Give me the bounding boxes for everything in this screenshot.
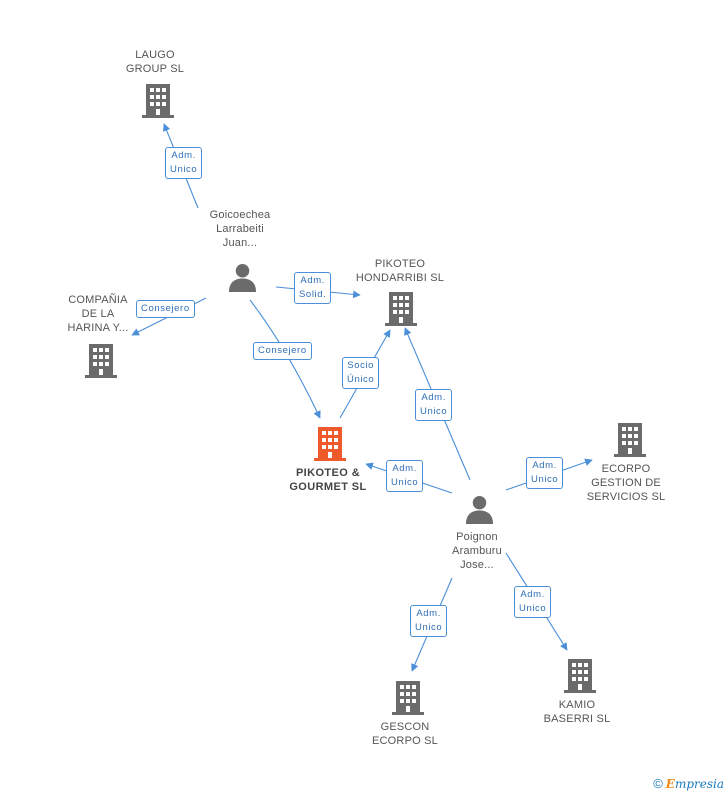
label-line: LAUGO (135, 49, 175, 61)
ecorpo-building-icon[interactable] (614, 423, 646, 457)
brand-initial: E (665, 777, 675, 791)
edge-label-line: Consejero (258, 345, 307, 356)
edge-label-poignon-kamio[interactable]: Adm. Unico (514, 586, 552, 618)
node-label-hondarribi[interactable]: PIKOTEO HONDARRIBI SL (340, 257, 460, 285)
node-label-goicoechea[interactable]: Goicoechea Larrabeiti Juan... (190, 208, 290, 250)
compania-building-icon[interactable] (85, 344, 117, 378)
node-label-laugo[interactable]: LAUGO GROUP SL (105, 48, 205, 76)
edge-label-poignon-hondarribi[interactable]: Adm. Unico (415, 389, 453, 421)
label-line: GESCON (380, 721, 430, 733)
edge-label-line: Unico (531, 474, 559, 485)
edge-label-poignon-ecorpo[interactable]: Adm. Unico (526, 457, 564, 489)
node-label-compania[interactable]: COMPAÑIA DE LA HARINA Y... (48, 293, 148, 335)
label-line: Poignon (456, 531, 498, 543)
goicoechea-person-icon[interactable] (228, 263, 257, 292)
edge-label-line: Único (347, 374, 375, 385)
hondarribi-building-icon[interactable] (385, 292, 417, 326)
edge-label-goicoechea-laugo[interactable]: Adm. Unico (165, 147, 203, 179)
edge-label-line: Solid. (299, 289, 327, 300)
edge-label-line: Consejero (141, 303, 190, 314)
edge-label-line: Unico (170, 164, 198, 175)
label-line: PIKOTEO & (295, 467, 361, 479)
edge-label-goicoechea-hondarribi[interactable]: Adm. Solid. (294, 272, 332, 304)
edge-label-line: Adm. (520, 589, 545, 600)
label-line: PIKOTEO (374, 258, 426, 270)
copyright-icon: © (653, 776, 663, 791)
label-line: KAMIO (558, 699, 596, 711)
label-line: Larrabeiti (216, 223, 264, 235)
label-line: COMPAÑIA (68, 294, 128, 306)
edge-label-poignon-gescon[interactable]: Adm. Unico (410, 605, 448, 637)
label-line: HONDARRIBI SL (355, 272, 445, 284)
gescon-building-icon[interactable] (392, 681, 424, 715)
node-label-gescon[interactable]: GESCON ECORPO SL (355, 720, 455, 748)
laugo-building-icon[interactable] (142, 84, 174, 118)
pikoteo-gourmet-building-icon[interactable] (314, 427, 346, 461)
edge-label-line: Unico (391, 477, 419, 488)
label-line: HARINA Y... (67, 322, 129, 334)
edge-label-line: Adm. (416, 608, 441, 619)
label-line: Jose... (460, 559, 494, 571)
edge-label-line: Adm. (300, 275, 325, 286)
node-label-ecorpo-gestion[interactable]: ECORPO GESTION DE SERVICIOS SL (576, 462, 676, 504)
edge-label-goicoechea-pikoteo[interactable]: Consejero (253, 342, 312, 360)
label-line: BASERRI SL (543, 713, 611, 725)
brand-name: mpresia (674, 777, 724, 791)
empresia-watermark[interactable]: ©Empresia (653, 776, 724, 791)
label-line: GROUP SL (125, 63, 185, 75)
label-line: Aramburu (452, 545, 502, 557)
label-line: GESTION DE (591, 477, 661, 489)
edge-label-line: Adm. (171, 150, 196, 161)
edge-label-poignon-pikoteo[interactable]: Adm. Unico (386, 460, 424, 492)
poignon-person-icon[interactable] (465, 495, 494, 524)
edge-label-line: Adm. (421, 392, 446, 403)
label-line: Goicoechea (209, 209, 271, 221)
edge-label-pikoteo-hondarribi[interactable]: Socio Único (342, 357, 380, 389)
edge-label-line: Unico (519, 603, 547, 614)
node-label-poignon[interactable]: Poignon Aramburu Jose... (427, 530, 527, 572)
edge-label-line: Unico (415, 622, 443, 633)
edge-label-line: Socio (347, 360, 375, 371)
label-line: Juan... (222, 237, 258, 249)
label-line: GOURMET SL (289, 481, 367, 493)
label-line: ECORPO SL (372, 735, 438, 747)
node-label-pikoteo-gourmet[interactable]: PIKOTEO & GOURMET SL (278, 466, 378, 494)
edge-label-line: Adm. (392, 463, 417, 474)
label-line: DE LA (81, 308, 115, 320)
edge-label-line: Unico (420, 406, 448, 417)
kamio-building-icon[interactable] (564, 659, 596, 693)
node-label-kamio[interactable]: KAMIO BASERRI SL (527, 698, 627, 726)
edge-label-goicoechea-compania[interactable]: Consejero (136, 300, 195, 318)
label-line: SERVICIOS SL (586, 491, 666, 503)
label-line: ECORPO (601, 463, 651, 475)
edge-label-line: Adm. (532, 460, 557, 471)
